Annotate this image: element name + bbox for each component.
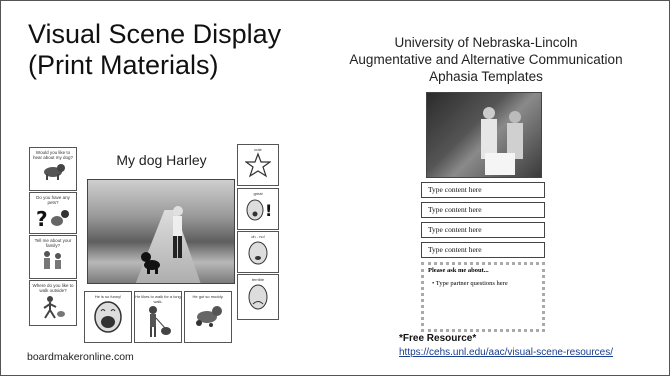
content-field[interactable]: Type content here [421, 202, 545, 218]
svg-text:!: ! [265, 201, 272, 220]
bottom-card-caption: He is so funny! [94, 294, 122, 299]
ask-item: • Type partner questions here [432, 280, 508, 287]
bottom-card: He is so funny! [84, 291, 132, 343]
family-icon [30, 250, 76, 270]
ask-item-text: Type partner questions here [435, 280, 508, 287]
right-card: oh - no! [237, 231, 279, 273]
bottom-card: He likes to walk for a long walk. [134, 291, 182, 343]
dog-figure [141, 252, 160, 274]
side-card-caption: Would you like to hear about my dog? [32, 150, 74, 160]
partner-questions-box[interactable]: Please ask me about... • Type partner qu… [421, 262, 545, 332]
aphasia-template: Type content here Type content here Type… [421, 92, 545, 332]
org-line-1: University of Nebraska-Lincoln [394, 35, 578, 50]
title-line-1: Visual Scene Display [28, 19, 282, 49]
sad-face-icon [238, 282, 278, 312]
resource-link[interactable]: https://cehs.unl.edu/aac/visual-scene-re… [399, 347, 613, 358]
worried-face-icon [238, 239, 278, 267]
side-card: Would you like to hear about my dog? [29, 147, 77, 191]
svg-text:?: ? [36, 207, 48, 229]
bottom-card-caption: He got so muddy. [192, 294, 224, 299]
right-card: great ! [237, 188, 279, 230]
side-card-caption: Tell me about your family? [34, 238, 72, 248]
title-line-2: (Print Materials) [28, 50, 219, 80]
dog-icon [30, 162, 76, 180]
bottom-card: He got so muddy. [184, 291, 232, 343]
credit-text: boardmakeronline.com [27, 351, 134, 363]
scene-photo[interactable] [87, 179, 235, 284]
bottom-card-caption: He likes to walk for a long walk. [135, 294, 181, 304]
org-line-2: Augmentative and Alternative Communicati… [349, 52, 623, 67]
content-field[interactable]: Type content here [421, 182, 545, 198]
content-field[interactable]: Type content here [421, 222, 545, 238]
organization-heading: University of Nebraska-Lincoln Augmentat… [321, 34, 651, 85]
content-field[interactable]: Type content here [421, 242, 545, 258]
side-card: Do you have any pets? ? [29, 192, 77, 234]
person-figure [173, 206, 183, 258]
surprised-face-icon: ! [238, 196, 278, 224]
slide-title: Visual Scene Display (Print Materials) [28, 19, 281, 81]
right-card-caption: oh - no! [251, 234, 265, 239]
org-line-3: Aphasia Templates [429, 69, 543, 84]
side-card: Where do you like to walk outside? [29, 280, 77, 326]
board-title: My dog Harley [116, 152, 207, 168]
walk-dog-icon [135, 304, 181, 338]
free-resource-label: *Free Resource* [399, 333, 477, 344]
right-card-caption: great [253, 191, 263, 196]
right-card-caption: cute [254, 147, 262, 152]
star-icon [238, 152, 278, 178]
muddy-dog-icon [185, 299, 231, 329]
right-card: cute [237, 144, 279, 186]
side-card-caption: Where do you like to walk outside? [32, 283, 74, 293]
template-photo [426, 92, 542, 178]
right-card: terrible [237, 274, 279, 320]
pets-question-icon: ? [30, 207, 76, 229]
laughing-face-icon [85, 299, 131, 333]
right-card-caption: terrible [251, 277, 265, 282]
walking-icon [30, 295, 76, 319]
ask-heading: Please ask me about... [428, 267, 489, 274]
visual-scene-board: Would you like to hear about my dog? Do … [29, 144, 281, 344]
side-card-caption: Do you have any pets? [36, 195, 70, 205]
side-card: Tell me about your family? [29, 235, 77, 279]
couple-figure [481, 107, 523, 175]
